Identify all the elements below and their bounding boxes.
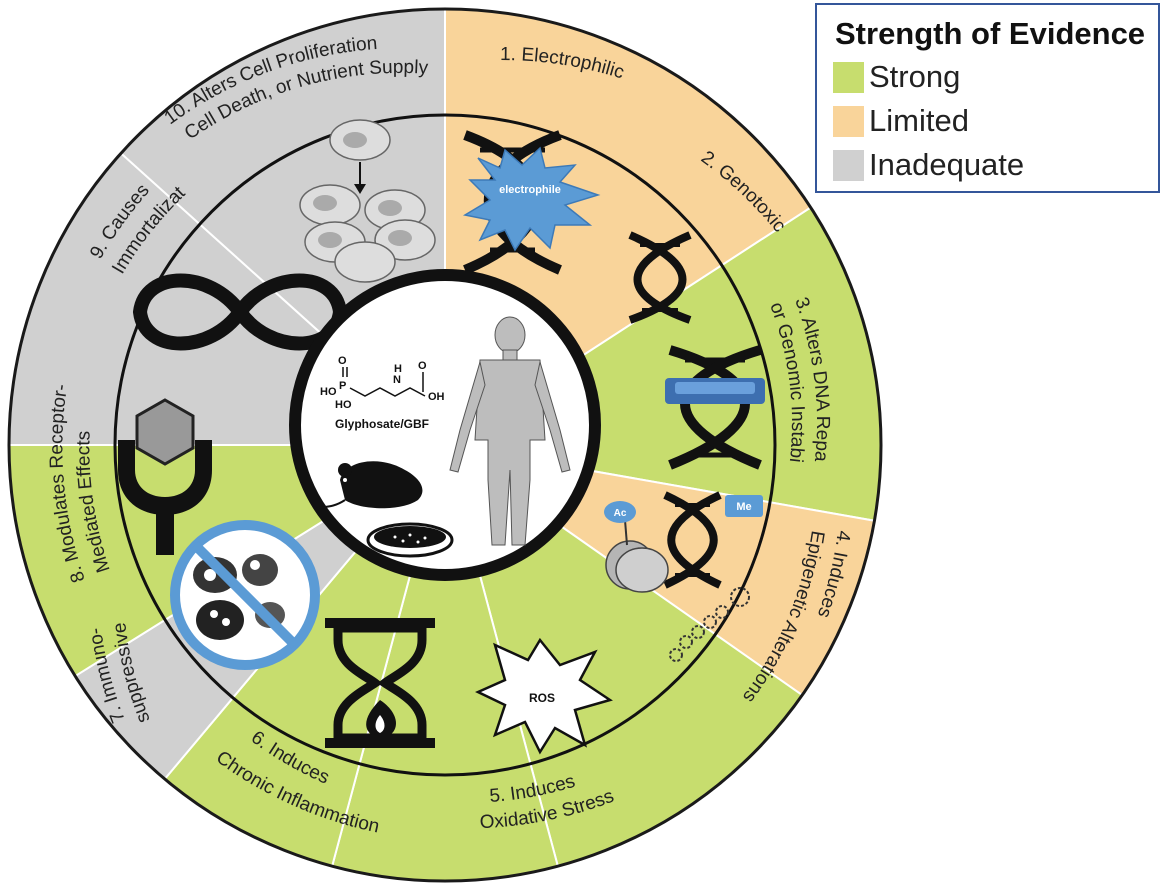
chem-o-label: O — [338, 355, 347, 367]
chemical-structure-icon: O P HO HO N H O OH Glyphosate/GBF — [320, 355, 445, 431]
electrophile-label: electrophile — [499, 184, 561, 196]
legend-swatch-inadequate — [833, 149, 864, 181]
legend-item-inadequate: Inadequate — [833, 143, 1158, 187]
ros-burst-icon: ROS — [475, 637, 613, 755]
no-immune-cells-icon — [170, 520, 320, 670]
legend-item-strong: Strong — [833, 55, 1158, 99]
dna-electrophile-icon: electrophile — [462, 130, 601, 275]
chem-ho-label: HO — [320, 386, 337, 398]
compound-label: Glyphosate/GBF — [335, 417, 429, 431]
legend-swatch-limited — [833, 105, 864, 137]
dna-repair-icon — [665, 345, 765, 470]
strength-legend: Strength of Evidence Strong Limited Inad… — [815, 3, 1160, 193]
methyl-label: Me — [736, 501, 751, 513]
hourglass-fire-icon — [325, 618, 435, 748]
human-body-icon — [449, 316, 571, 546]
chem-p-label: P — [339, 380, 346, 392]
mouse-icon — [314, 461, 423, 511]
chem-ho-label-2: HO — [335, 399, 352, 411]
dna-icon — [628, 231, 692, 324]
epigenetic-icon: Ac Me — [604, 491, 763, 662]
cell-proliferation-icon — [299, 119, 436, 283]
receptor-icon — [118, 398, 212, 555]
legend-label-strong: Strong — [869, 59, 961, 94]
chem-n-label: N — [393, 374, 401, 386]
outer-ring-border — [7, 7, 883, 883]
petri-dish-icon — [366, 522, 454, 558]
legend-swatch-strong — [833, 61, 864, 93]
legend-item-limited: Limited — [833, 99, 1158, 143]
chem-o-label-2: O — [418, 360, 427, 372]
ros-label: ROS — [529, 691, 555, 705]
legend-title: Strength of Evidence — [835, 16, 1146, 51]
acetyl-label: Ac — [614, 508, 627, 519]
legend-label-inadequate: Inadequate — [869, 147, 1025, 182]
chem-h-label: H — [394, 363, 402, 375]
legend-label-limited: Limited — [869, 103, 969, 138]
chem-oh-label: OH — [428, 391, 445, 403]
